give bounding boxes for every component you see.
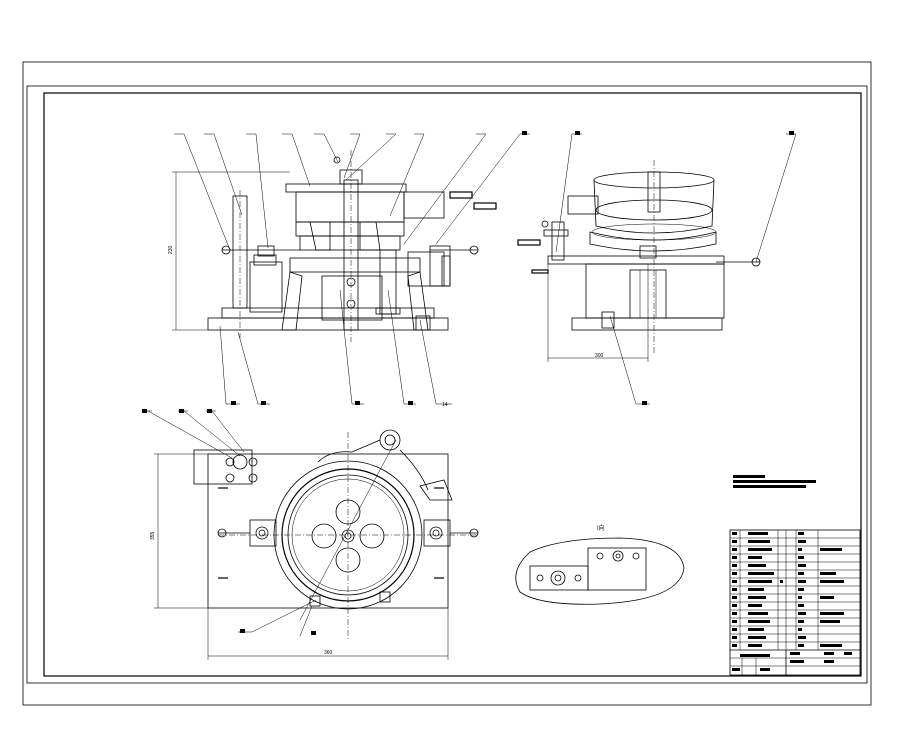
technical-notes [733, 475, 816, 488]
dim-plan-width: 360 [324, 650, 333, 656]
side-view: 300 [517, 131, 797, 405]
detail-view-label: I向 [597, 524, 605, 532]
sheet-border [22, 61, 872, 706]
dim-front-height: 230 [168, 245, 174, 254]
title-block [729, 529, 861, 676]
dim-side-width: 300 [595, 353, 604, 359]
title-block-entries [732, 532, 852, 671]
front-section-view: 230 14 [168, 131, 530, 408]
dim-plan-height: 355 [150, 531, 156, 540]
leader-tag-a: 14 [442, 402, 448, 408]
detail-view: I向 [515, 524, 685, 605]
plan-view: 355 360 [142, 409, 479, 660]
